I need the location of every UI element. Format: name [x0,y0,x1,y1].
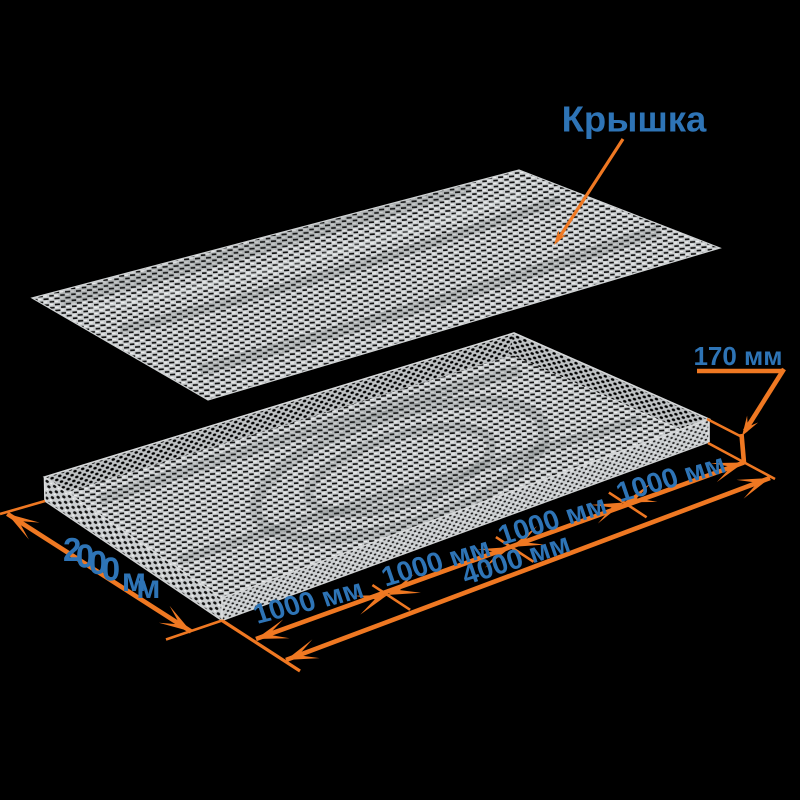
svg-text:170 мм: 170 мм [693,341,782,371]
svg-text:м: м [136,568,160,605]
svg-text:0: 0 [76,538,94,575]
svg-text:0: 0 [89,544,107,581]
svg-text:Крышка: Крышка [562,99,707,140]
svg-text:0: 0 [102,551,120,588]
svg-text:2: 2 [63,531,81,568]
svg-text:м: м [122,561,146,598]
